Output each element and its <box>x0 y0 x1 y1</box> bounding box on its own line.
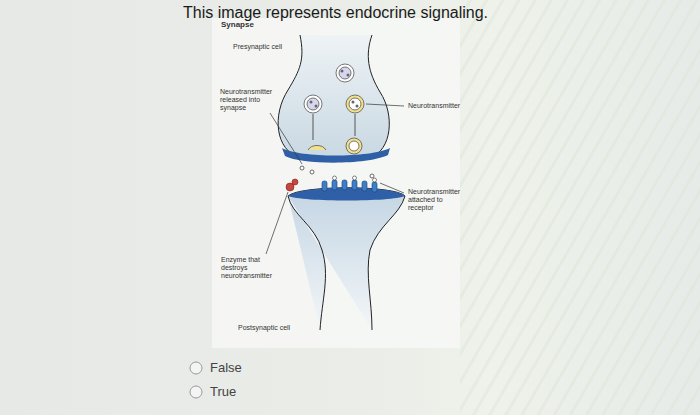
part-label: Enzyme that destroys neurotransmitter <box>221 256 283 280</box>
part-label: Presynaptic cell <box>233 43 303 51</box>
part-label: Synapse <box>221 21 281 29</box>
part-label: Neurotransmitter attached to receptor <box>408 188 470 212</box>
part-label: Postsynaptic cell <box>238 324 310 332</box>
question-title: This image represents endocrine signalin… <box>183 4 488 22</box>
part-label: Neurotransmitter released into synapse <box>220 88 284 112</box>
answer-option: False <box>210 360 290 375</box>
part-label: Neurotransmitter <box>408 102 488 110</box>
answer-option: True <box>210 384 290 399</box>
